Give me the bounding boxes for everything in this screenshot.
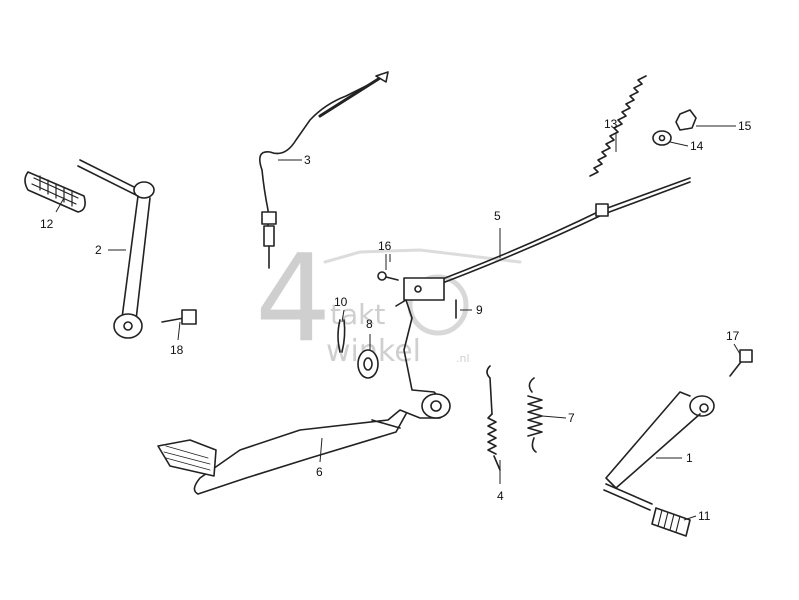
part-12-grip xyxy=(24,171,86,213)
part-15-nut xyxy=(675,109,697,131)
callout-11: 11 xyxy=(698,509,711,523)
callout-8: 8 xyxy=(366,317,373,331)
part-7-spring xyxy=(527,377,543,453)
part-17-bolt xyxy=(729,349,753,377)
callout-16: 16 xyxy=(378,239,392,253)
part-4-spring xyxy=(486,365,501,471)
callout-10: 10 xyxy=(334,295,348,309)
callout-4: 4 xyxy=(497,489,504,503)
part-8-washer xyxy=(357,349,379,379)
watermark-ring xyxy=(407,274,469,336)
watermark-suffix: .nl xyxy=(456,352,470,365)
callout-7: 7 xyxy=(568,411,575,425)
callout-17: 17 xyxy=(726,329,740,343)
callout-18: 18 xyxy=(170,343,184,357)
callout-13: 13 xyxy=(604,117,618,131)
part-5-cable xyxy=(403,177,691,301)
callout-9: 9 xyxy=(476,303,483,317)
callout-5: 5 xyxy=(494,209,501,223)
part-16-bolt xyxy=(377,271,399,281)
part-6-brake-pedal xyxy=(157,299,451,495)
callout-3: 3 xyxy=(304,153,311,167)
part-1-shift-arm xyxy=(603,391,715,511)
callout-6: 6 xyxy=(316,465,323,479)
callout-2: 2 xyxy=(95,243,102,257)
part-10-cotter-pin xyxy=(337,319,346,353)
callout-12: 12 xyxy=(40,217,54,231)
part-2-kick-arm xyxy=(77,159,155,339)
watermark-scooter-line xyxy=(323,248,522,264)
part-13-spring xyxy=(589,75,647,177)
part-11-shift-rubber xyxy=(651,507,691,537)
callout-14: 14 xyxy=(690,139,704,153)
part-14-joint xyxy=(652,130,672,146)
leader-lines xyxy=(55,125,741,521)
callout-15: 15 xyxy=(738,119,752,133)
part-18-bolt xyxy=(161,309,197,325)
watermark-digit: 4 xyxy=(255,230,332,369)
part-3-cable xyxy=(259,71,389,269)
callout-1: 1 xyxy=(686,451,693,465)
